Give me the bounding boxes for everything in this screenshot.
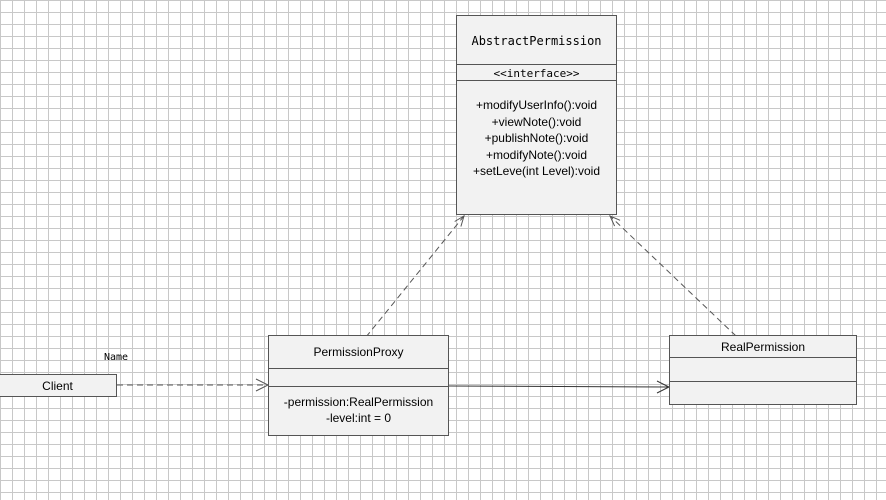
permission-proxy-attributes: -permission:RealPermission -level:int = … — [269, 387, 448, 426]
permission-proxy-empty-compartment — [269, 369, 448, 387]
association-name-label: Name — [104, 352, 129, 363]
association-line — [448, 385, 670, 388]
abstract-permission-class[interactable]: AbstractPermission <<interface>> +modify… — [456, 15, 617, 215]
attribute-permission: -permission:RealPermission — [283, 395, 434, 409]
real-realization-line — [609, 215, 737, 337]
real-permission-operations-compartment — [670, 382, 856, 404]
abstract-permission-stereotype-compartment: <<interface>> — [457, 65, 616, 81]
real-permission-class[interactable]: RealPermission — [669, 335, 857, 405]
operation-publish-note: +publishNote():void — [484, 131, 589, 145]
client-class[interactable]: Client — [0, 374, 117, 397]
permission-proxy-class[interactable]: PermissionProxy -permission:RealPermissi… — [268, 335, 449, 436]
operation-set-leve: +setLeve(int Level):void — [472, 164, 601, 178]
real-permission-name-compartment: RealPermission — [670, 336, 856, 358]
real-realization-arrowhead — [609, 215, 621, 227]
proxy-realization-line — [365, 215, 465, 338]
client-name: Client — [42, 379, 73, 393]
permission-proxy-name: PermissionProxy — [313, 345, 404, 359]
operation-view-note: +viewNote():void — [491, 114, 582, 129]
real-permission-attributes-compartment — [670, 358, 856, 382]
permission-proxy-name-compartment: PermissionProxy — [269, 336, 448, 369]
abstract-permission-operations: +modifyUserInfo():void +viewNote():void … — [457, 16, 616, 180]
operation-modify-note: +modifyNote():void — [485, 147, 588, 162]
attribute-level: -level:int = 0 — [325, 411, 392, 425]
proxy-realization-arrowhead — [454, 214, 465, 227]
abstract-permission-name: AbstractPermission — [471, 34, 602, 48]
abstract-permission-name-compartment: AbstractPermission — [457, 16, 616, 65]
real-permission-name: RealPermission — [720, 340, 806, 354]
operation-modify-user-info: +modifyUserInfo():void — [475, 98, 598, 112]
abstract-permission-stereotype: <<interface>> — [493, 67, 580, 80]
